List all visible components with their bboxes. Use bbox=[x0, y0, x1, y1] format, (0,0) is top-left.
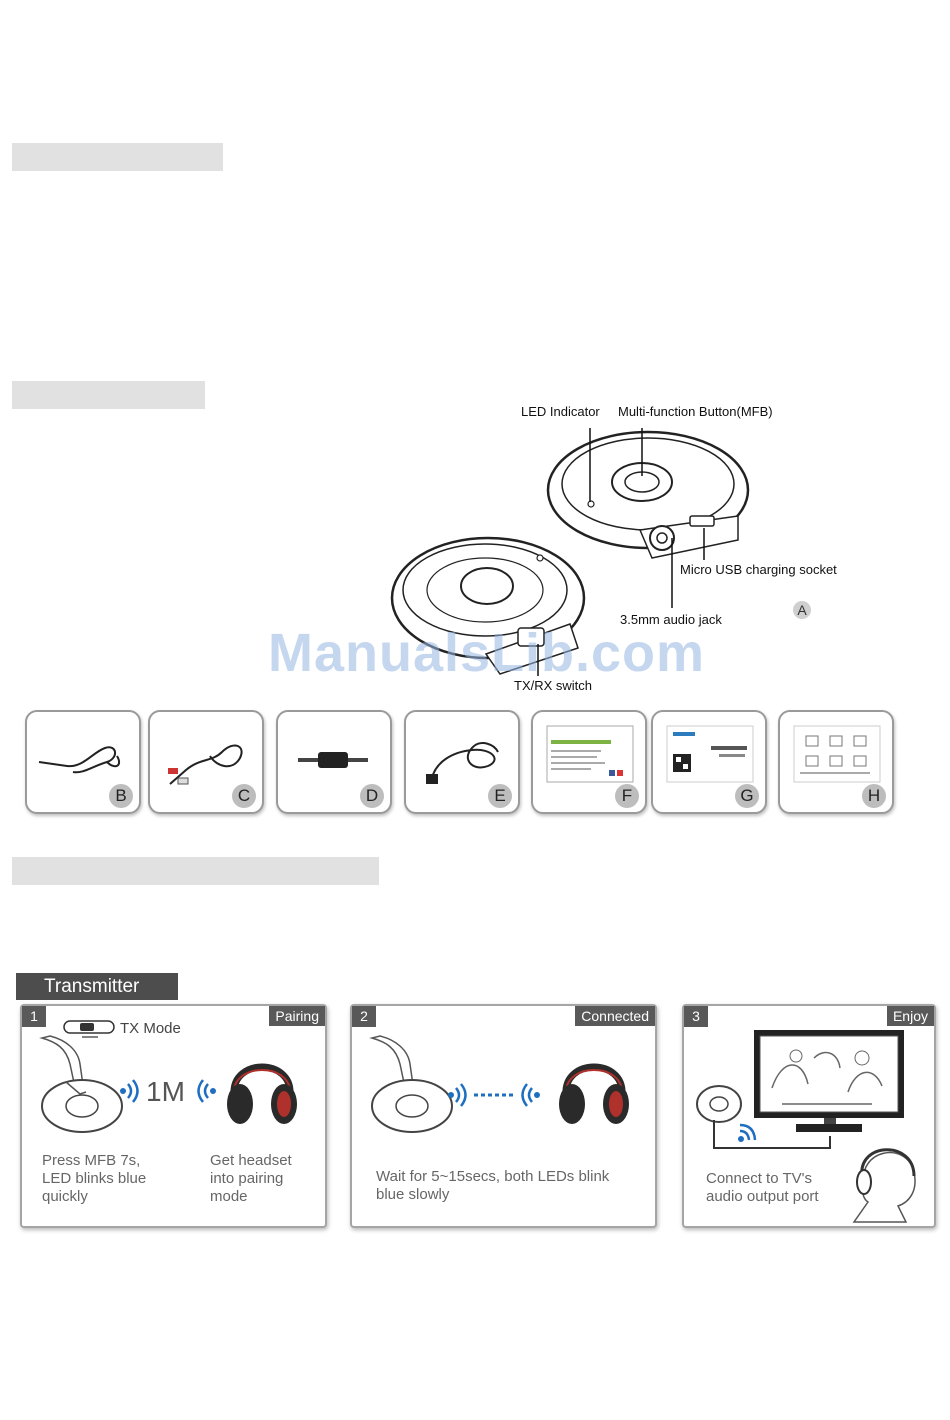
finger-press-icon bbox=[39, 1035, 123, 1133]
mode-switch-icon bbox=[63, 1020, 115, 1038]
usb-socket-label: Micro USB charging socket bbox=[680, 562, 837, 577]
step-instruction: Wait for 5~15secs, both LEDs blink blue … bbox=[376, 1168, 610, 1203]
accessory-letter: D bbox=[360, 784, 384, 808]
device-illustration bbox=[390, 428, 750, 676]
audio-jack-label: 3.5mm audio jack bbox=[620, 612, 722, 627]
listener-icon bbox=[852, 1148, 916, 1223]
audio-cable-icon bbox=[38, 746, 121, 774]
tv-icon bbox=[754, 1030, 904, 1132]
accessory-letter: H bbox=[862, 784, 886, 808]
finger-press-icon bbox=[369, 1035, 453, 1133]
accessory-h: H bbox=[778, 710, 894, 814]
step-instruction-left: Press MFB 7s, LED blinks blue quickly bbox=[42, 1152, 147, 1205]
accessory-letter: B bbox=[109, 784, 133, 808]
accessory-b: B bbox=[25, 710, 141, 814]
manual-icon bbox=[793, 725, 881, 783]
section-header-bar-3 bbox=[12, 857, 379, 885]
distance-label: 1M bbox=[146, 1076, 185, 1107]
accessory-g: G bbox=[651, 710, 767, 814]
signal-waves-icon bbox=[120, 1079, 139, 1103]
transmitter-tab: Transmitter bbox=[16, 973, 178, 1000]
step-tag: Pairing bbox=[269, 1006, 325, 1026]
watermark: ManualsLib.com bbox=[268, 623, 706, 683]
warranty-card-icon bbox=[666, 725, 754, 783]
step-instruction-right: Get headset into pairing mode bbox=[210, 1152, 292, 1205]
step-panel-enjoy: 3 Enjoy Connect to TV's audio output por… bbox=[682, 1004, 936, 1228]
headset-icon bbox=[559, 1063, 629, 1124]
accessory-letter: G bbox=[735, 784, 759, 808]
section-header-bar-2 bbox=[12, 381, 205, 409]
led-indicator-label: LED Indicator bbox=[521, 404, 600, 419]
step-tag: Connected bbox=[575, 1006, 655, 1026]
tx-mode-label: TX Mode bbox=[120, 1020, 181, 1037]
step-panel-connected: 2 Connected Wait for 5~15secs, both LEDs… bbox=[350, 1004, 657, 1228]
adapter-icon bbox=[298, 752, 368, 768]
step-tag: Enjoy bbox=[886, 1006, 934, 1026]
signal-waves-icon bbox=[738, 1123, 757, 1142]
step-number: 2 bbox=[352, 1006, 376, 1027]
headset-icon bbox=[227, 1063, 297, 1124]
figure-letter-a: A bbox=[793, 601, 811, 619]
accessory-c: C bbox=[148, 710, 264, 814]
transmitter-device-icon bbox=[696, 1085, 742, 1123]
accessory-letter: F bbox=[615, 784, 639, 808]
accessory-d: D bbox=[276, 710, 392, 814]
audio-cable-icon bbox=[713, 1120, 831, 1149]
step-number: 1 bbox=[22, 1006, 46, 1027]
step-instruction: Connect to TV's audio output port bbox=[706, 1170, 819, 1205]
accessory-f: F bbox=[531, 710, 647, 814]
rca-cable-icon bbox=[168, 744, 243, 785]
accessory-e: E bbox=[404, 710, 520, 814]
signal-waves-icon bbox=[197, 1079, 216, 1103]
signal-connection-icon bbox=[448, 1083, 540, 1107]
mfb-label: Multi-function Button(MFB) bbox=[618, 404, 773, 419]
step-number: 3 bbox=[684, 1006, 708, 1027]
accessory-letter: C bbox=[232, 784, 256, 808]
txrx-switch-label: TX/RX switch bbox=[514, 678, 593, 693]
accessory-letter: E bbox=[488, 784, 512, 808]
section-header-bar-1 bbox=[12, 143, 223, 171]
usb-cable-icon bbox=[426, 742, 499, 784]
step-panel-pairing: 1 Pairing TX Mode 1M Press MFB 7s, LED b… bbox=[20, 1004, 327, 1228]
support-card-icon bbox=[546, 725, 634, 783]
